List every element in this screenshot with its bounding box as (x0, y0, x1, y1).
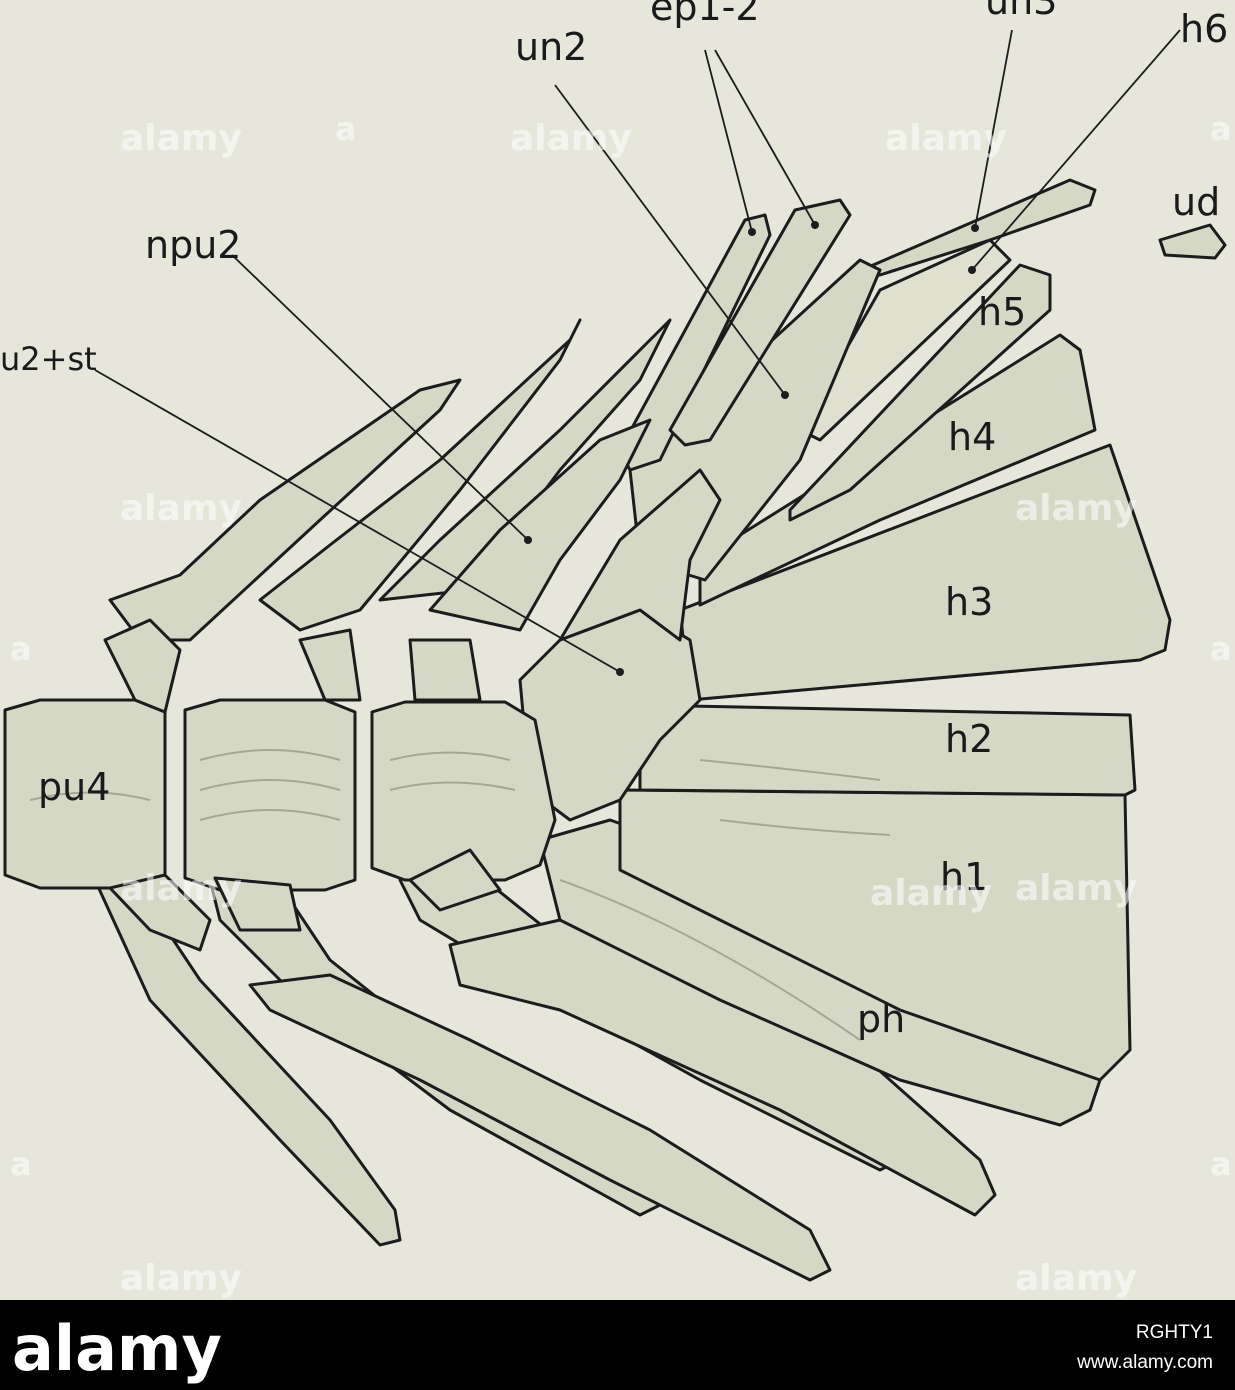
caudal-skeleton-figure: ep1-2 un2 un3 h6 ud npu2 u2+st h5 h4 h3 … (0, 0, 1232, 1299)
arch-base-3 (408, 638, 482, 702)
leader-un3 (974, 29, 1013, 229)
figure-drawing: ep1-2 un2 un3 h6 ud npu2 u2+st h5 h4 h3 … (0, 0, 1232, 1299)
site-url[interactable]: www.alamy.com (1077, 1352, 1213, 1373)
bones-layer (3, 178, 1227, 1282)
watermark-a5: a (10, 1145, 32, 1183)
arch-base-2 (298, 628, 362, 702)
watermark-10: alamy (1015, 1258, 1137, 1299)
haemal-base-1 (108, 873, 212, 952)
haemal-base-3 (408, 848, 502, 912)
label-un3: un3 (985, 0, 1057, 23)
label-ud: ud (1172, 180, 1220, 224)
epural-1 (618, 213, 772, 472)
watermark-a3: a (10, 630, 32, 668)
leader-lines (94, 29, 1181, 676)
label-un2: un2 (515, 25, 587, 69)
haemal-base-2 (213, 876, 302, 932)
label-pu2st: u2+st (0, 340, 97, 378)
label-pu4: pu4 (38, 765, 110, 809)
watermark-2: alamy (510, 118, 632, 159)
labels: ep1-2 un2 un3 h6 ud npu2 u2+st h5 h4 h3 … (0, 0, 1228, 1041)
label-h1: h1 (940, 855, 988, 899)
leader-h6 (971, 29, 1181, 271)
hypural-5 (788, 263, 1052, 522)
watermark-a1: a (335, 110, 357, 148)
label-ep12: ep1-2 (650, 0, 760, 29)
leader-ep2 (714, 49, 816, 226)
leader-npu2 (231, 254, 529, 541)
haemal-spine-3 (248, 973, 832, 1282)
label-ph: ph (857, 997, 905, 1041)
brand-logo: alamy (12, 1312, 222, 1385)
leader-un2 (554, 84, 786, 396)
label-h5: h5 (978, 290, 1026, 334)
leader-ep1 (704, 49, 753, 233)
label-h6: h6 (1180, 7, 1228, 51)
watermarks: alamy alamy alamy alamy alamy alamy alam… (10, 110, 1232, 1299)
watermark-7: alamy (1015, 868, 1137, 909)
epural-2 (668, 198, 852, 447)
watermark-a4: a (1210, 630, 1232, 668)
label-h2: h2 (945, 717, 993, 761)
arch-base-1 (103, 618, 182, 714)
hypural-1 (618, 788, 1132, 1082)
urostyle-dorsal (558, 468, 722, 642)
footer-bar: alamy RGHTY1 www.alamy.com (0, 1300, 1235, 1390)
watermark-1: alamy (120, 118, 242, 159)
watermark-a6: a (1210, 1145, 1232, 1183)
watermark-5: alamy (1015, 488, 1137, 529)
watermark-6: alamy (120, 868, 242, 909)
image-id: RGHTY1 (1135, 1322, 1213, 1343)
hypural-2 (638, 703, 1137, 797)
watermark-8: alamy (870, 873, 992, 914)
label-npu2: npu2 (145, 223, 241, 267)
vertebra-pu2 (370, 700, 557, 882)
label-h3: h3 (945, 580, 993, 624)
watermark-9: alamy (120, 1258, 242, 1299)
watermark-4: alamy (120, 488, 242, 529)
watermark-3: alamy (885, 118, 1007, 159)
hypural-4 (698, 333, 1097, 607)
vertebra-pu3 (183, 698, 357, 892)
urodermal (1158, 223, 1227, 260)
leader-pu2st (94, 369, 621, 673)
brand-logo-text: alamy (12, 1312, 222, 1385)
label-h4: h4 (948, 415, 996, 459)
neural-spine-2 (258, 318, 582, 632)
centrum-texture (29, 749, 891, 1041)
watermark-a2: a (1210, 110, 1232, 148)
